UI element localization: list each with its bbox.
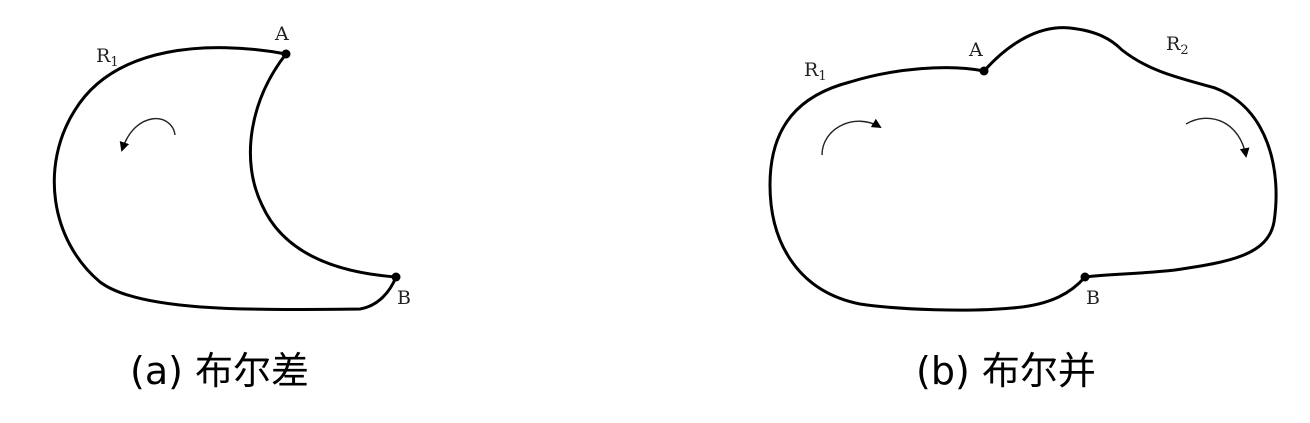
region-r1-main: R [804,59,819,81]
union-region-outline [768,26,1278,312]
region-r1-label: R1 [96,45,119,70]
caption-a: (a) 布尔差 [130,349,309,393]
panel-b-boolean-union: R1 R2 A B (b) 布尔并 [768,26,1278,393]
region-r1-subscript: 1 [110,55,118,70]
point-b-label: B [397,287,411,309]
difference-region-outline [52,46,398,311]
point-b-marker [1080,272,1090,282]
region-r1-label: R1 [804,59,827,84]
region-r2-main: R [1166,33,1181,55]
caption-b: (b) 布尔并 [916,349,1096,393]
region-r1-subscript: 1 [818,69,826,84]
rotation-arrow-right-cw [1185,117,1250,158]
point-a-marker [281,49,291,59]
point-a-label: A [274,23,289,45]
rotation-arrow-ccw [119,117,176,152]
point-a-marker [979,66,989,76]
region-r1-main: R [96,45,111,67]
region-r2-subscript: 2 [1180,43,1188,58]
region-r2-label: R2 [1166,33,1189,58]
panel-a-boolean-difference: R1 A B (a) 布尔差 [52,23,411,393]
point-b-label: B [1086,287,1100,309]
point-b-marker [391,272,401,282]
rotation-arrow-left-cw [821,118,882,156]
point-a-label: A [968,39,983,61]
